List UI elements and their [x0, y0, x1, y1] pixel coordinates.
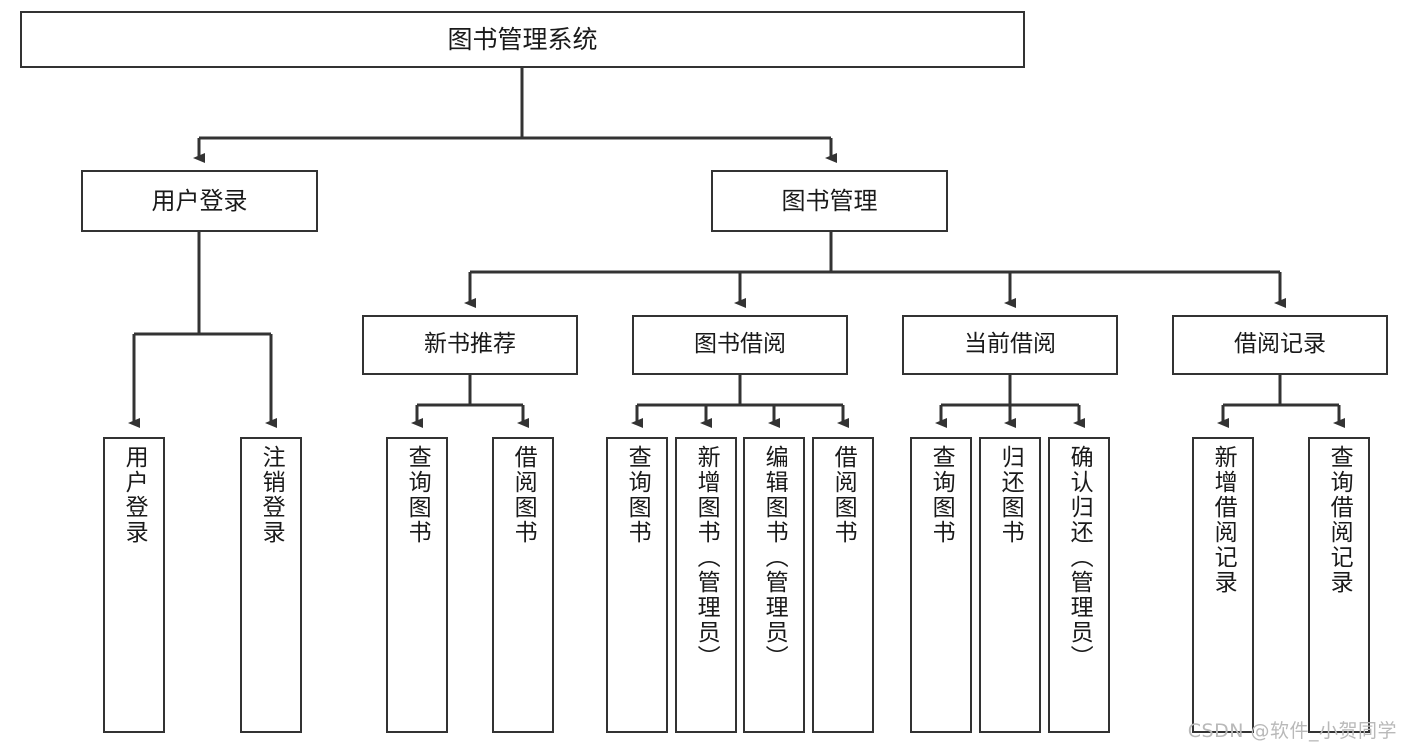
node-book-borrowing[interactable]: 图书借阅	[632, 315, 848, 375]
node-label: 图书管理	[781, 186, 878, 215]
leaf-query-books-newbook[interactable]: 查询图书	[386, 437, 448, 733]
node-root-book-management-system[interactable]: 图书管理系统	[20, 11, 1025, 68]
node-label: 查询图书	[928, 445, 955, 545]
node-label: 查询借阅记录	[1326, 445, 1353, 595]
leaf-add-book-admin[interactable]: 新增图书（管理员）	[675, 437, 737, 733]
node-label: 查询图书	[624, 445, 651, 545]
node-new-book-recommendation[interactable]: 新书推荐	[362, 315, 578, 375]
leaf-borrow-books[interactable]: 借阅图书	[812, 437, 874, 733]
node-label: 编辑图书（管理员）	[761, 445, 788, 670]
leaf-logout[interactable]: 注销登录	[240, 437, 302, 733]
node-user-login[interactable]: 用户登录	[81, 170, 318, 232]
node-label: 图书管理系统	[447, 24, 598, 54]
node-label: 用户登录	[151, 186, 248, 215]
node-label: 借阅记录	[1234, 331, 1326, 358]
leaf-confirm-return-admin[interactable]: 确认归还（管理员）	[1048, 437, 1110, 733]
node-label: 确认归还（管理员）	[1066, 445, 1093, 670]
node-label: 新增借阅记录	[1210, 445, 1237, 595]
node-book-management[interactable]: 图书管理	[711, 170, 948, 232]
leaf-query-borrow-record[interactable]: 查询借阅记录	[1308, 437, 1370, 733]
leaf-edit-book-admin[interactable]: 编辑图书（管理员）	[743, 437, 805, 733]
node-label: 借阅图书	[830, 445, 857, 545]
node-label: 图书借阅	[694, 331, 786, 358]
node-label: 归还图书	[997, 445, 1024, 545]
node-label: 借阅图书	[510, 445, 537, 545]
leaf-user-login[interactable]: 用户登录	[103, 437, 165, 733]
leaf-query-books-borrow[interactable]: 查询图书	[606, 437, 668, 733]
leaf-return-books[interactable]: 归还图书	[979, 437, 1041, 733]
node-label: 新增图书（管理员）	[693, 445, 720, 670]
node-label: 当前借阅	[964, 331, 1056, 358]
node-label: 查询图书	[404, 445, 431, 545]
node-current-borrowing[interactable]: 当前借阅	[902, 315, 1118, 375]
node-borrow-records[interactable]: 借阅记录	[1172, 315, 1388, 375]
leaf-query-books-current[interactable]: 查询图书	[910, 437, 972, 733]
leaf-add-borrow-record[interactable]: 新增借阅记录	[1192, 437, 1254, 733]
leaf-borrow-books-newbook[interactable]: 借阅图书	[492, 437, 554, 733]
node-label: 注销登录	[258, 445, 285, 545]
node-label: 新书推荐	[424, 331, 516, 358]
node-label: 用户登录	[121, 445, 148, 545]
